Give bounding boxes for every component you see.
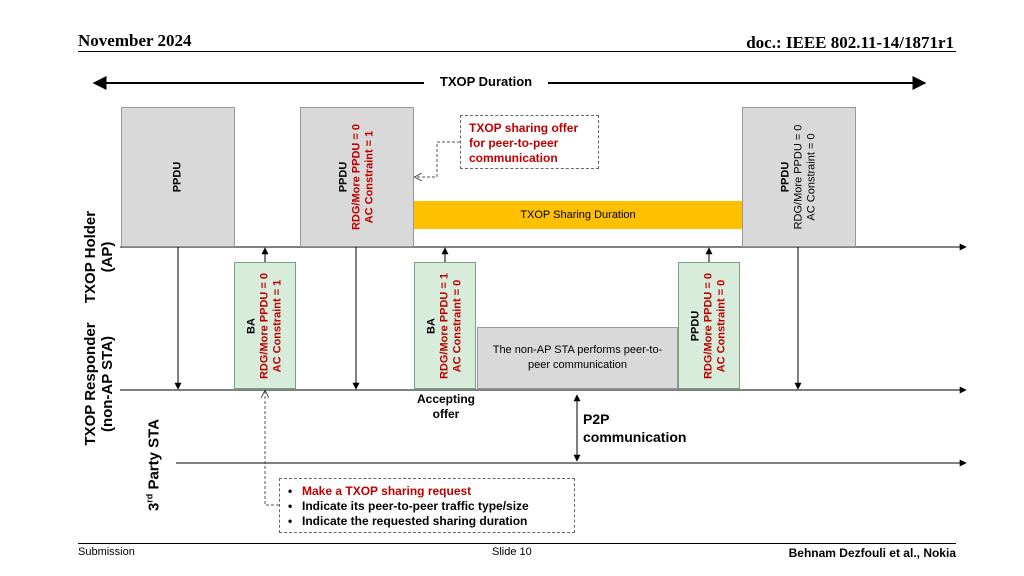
header-doc-id: doc.: IEEE 802.11-14/1871r1 bbox=[746, 33, 954, 52]
ppdu-frame-3: PPDU RDG/More PPDU = 0 AC Constraint = 0 bbox=[742, 107, 856, 247]
txop-sharing-duration-label: TXOP Sharing Duration bbox=[520, 209, 636, 221]
request-callout bbox=[265, 391, 279, 506]
ba-frame-1: BA RDG/More PPDU = 0 AC Constraint = 1 bbox=[234, 262, 296, 389]
offer-callout bbox=[415, 141, 460, 177]
peer-to-peer-activity-box: The non-AP STA performs peer-to-peer com… bbox=[477, 327, 678, 389]
row-label-txop-holder: TXOP Holder(AP) bbox=[82, 210, 116, 304]
sharing-request-callout: •Make a TXOP sharing request •Indicate i… bbox=[279, 478, 575, 533]
ppdu-frame-4: PPDU RDG/More PPDU = 0 AC Constraint = 0 bbox=[678, 262, 740, 389]
ppdu-frame-1: PPDU bbox=[121, 107, 235, 247]
ppdu-frame-2: PPDU RDG/More PPDU = 0 AC Constraint = 1 bbox=[300, 107, 414, 247]
footer-author: Behnam Dezfouli et al., Nokia bbox=[788, 546, 956, 560]
txop-sharing-duration-bar: TXOP Sharing Duration bbox=[414, 201, 742, 229]
header-date: November 2024 bbox=[78, 31, 192, 50]
request-item: •Indicate its peer-to-peer traffic type/… bbox=[288, 499, 529, 513]
ba-frame-2: BA RDG/More PPDU = 1 AC Constraint = 0 bbox=[414, 262, 476, 389]
request-item: •Indicate the requested sharing duration bbox=[288, 514, 528, 528]
txop-duration-label: TXOP Duration bbox=[439, 74, 533, 89]
request-item: •Make a TXOP sharing request bbox=[288, 484, 472, 498]
footer-submission: Submission bbox=[78, 546, 135, 558]
footer-divider bbox=[78, 543, 956, 544]
row-label-third-party: 3rd Party STA bbox=[144, 418, 163, 512]
row-label-txop-responder: TXOP Responder(non-AP STA) bbox=[82, 322, 116, 446]
header-divider bbox=[78, 51, 956, 52]
footer-slide-number: Slide 10 bbox=[492, 546, 532, 558]
